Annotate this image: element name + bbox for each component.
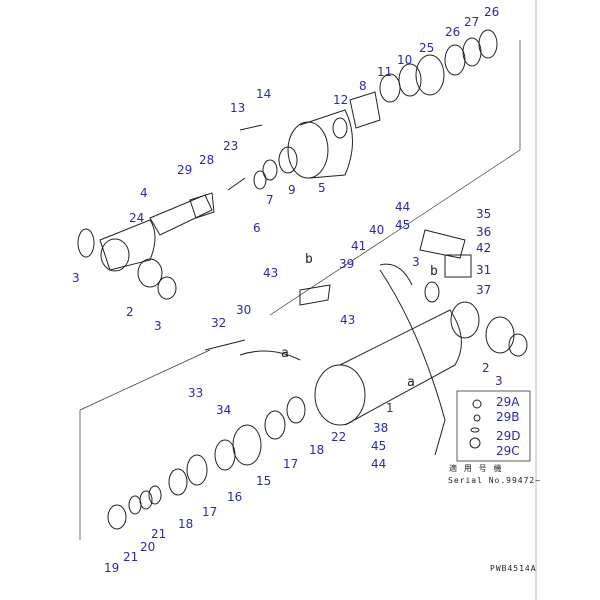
part-label: 43 — [263, 266, 278, 280]
inset-label: 29A — [496, 395, 520, 409]
inset-box — [456, 390, 531, 462]
part-label: 36 — [476, 225, 491, 239]
part-label: 44 — [395, 200, 410, 214]
inset-label: 29B — [496, 410, 520, 424]
ref-letter: a — [281, 346, 290, 361]
part-label: 14 — [256, 87, 271, 101]
part-label: 25 — [419, 41, 434, 55]
part-label: 29 — [177, 163, 192, 177]
part-label: 3 — [154, 319, 162, 333]
part-label: 21 — [123, 550, 138, 564]
part-label: 1 — [386, 401, 394, 415]
part-label: 18 — [178, 517, 193, 531]
part-label: 8 — [359, 79, 367, 93]
part-label: 6 — [253, 221, 261, 235]
part-label: 4 — [140, 186, 148, 200]
part-label: 2 — [482, 361, 490, 375]
drawing-code: PWB4514A — [490, 564, 537, 573]
part-label: 40 — [369, 223, 384, 237]
part-label: 39 — [339, 257, 354, 271]
part-label: 21 — [151, 527, 166, 541]
part-label: 33 — [188, 386, 203, 400]
part-label: 43 — [340, 313, 355, 327]
part-label: 42 — [476, 241, 491, 255]
part-label: 3 — [72, 271, 80, 285]
part-label: 3 — [495, 374, 503, 388]
ref-letter: a — [407, 375, 416, 390]
part-labels: 26 27 26 25 10 11 8 12 14 13 23 28 29 4 … — [72, 5, 503, 575]
part-label: 31 — [476, 263, 491, 277]
part-label: 16 — [227, 490, 242, 504]
part-label: 34 — [216, 403, 231, 417]
part-label: 24 — [129, 211, 144, 225]
part-label: 7 — [266, 193, 274, 207]
part-label: 45 — [371, 439, 386, 453]
part-label: 5 — [318, 181, 326, 195]
part-label: 2 — [126, 305, 134, 319]
part-label: 17 — [202, 505, 217, 519]
applicable-label: 適 用 号 機 — [449, 463, 502, 473]
part-label: 28 — [199, 153, 214, 167]
part-label: 32 — [211, 316, 226, 330]
part-label: 13 — [230, 101, 245, 115]
part-label: 18 — [309, 443, 324, 457]
part-label: 27 — [464, 15, 479, 29]
part-label: 19 — [104, 561, 119, 575]
part-label: 35 — [476, 207, 491, 221]
inset-labels: 29A 29B 29D 29C — [496, 395, 521, 458]
part-label: 12 — [333, 93, 348, 107]
ref-letter: b — [305, 252, 314, 267]
part-label: 37 — [476, 283, 491, 297]
part-label: 3 — [412, 255, 420, 269]
part-label: 10 — [397, 53, 412, 67]
serial-number: Serial No.99472~ — [448, 476, 541, 485]
part-label: 45 — [395, 218, 410, 232]
upper-parts — [77, 29, 498, 300]
part-label: 15 — [256, 474, 271, 488]
part-label: 44 — [371, 457, 386, 471]
part-label: 26 — [484, 5, 499, 19]
part-label: 38 — [373, 421, 388, 435]
cylinder-body — [314, 229, 528, 456]
part-label: 20 — [140, 540, 155, 554]
part-label: 9 — [288, 183, 296, 197]
lower-parts — [107, 284, 331, 530]
reference-letters: b a b a — [281, 252, 439, 390]
part-label: 41 — [351, 239, 366, 253]
inset-label: 29C — [496, 444, 520, 458]
part-label: 11 — [377, 65, 392, 79]
part-label: 26 — [445, 25, 460, 39]
part-label: 23 — [223, 139, 238, 153]
frame-lines — [79, 0, 537, 600]
inset-label: 29D — [496, 429, 521, 443]
part-label: 22 — [331, 430, 346, 444]
ref-letter: b — [430, 264, 439, 279]
part-label: 17 — [283, 457, 298, 471]
part-label: 30 — [236, 303, 251, 317]
